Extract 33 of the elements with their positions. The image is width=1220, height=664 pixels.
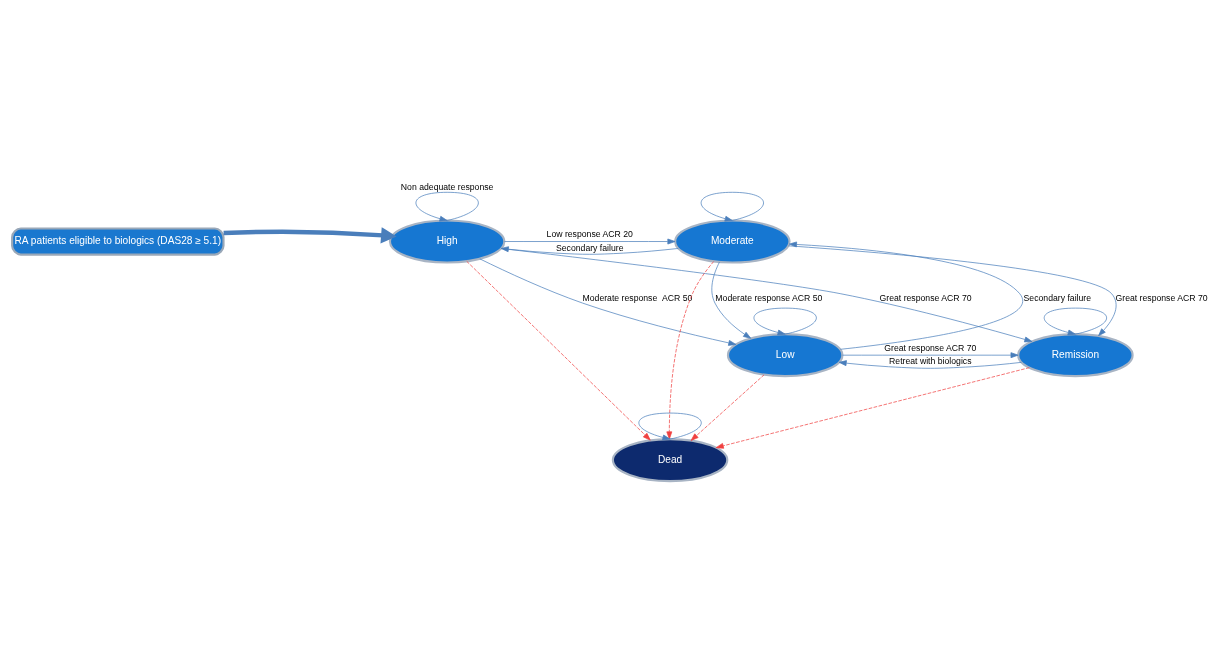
edge-label: Non adequate response bbox=[400, 181, 494, 192]
edge-label: Retreat with biologics bbox=[889, 356, 972, 367]
arrow bbox=[753, 307, 817, 336]
arrow bbox=[466, 260, 651, 441]
arrow bbox=[788, 241, 1024, 350]
edge-label: Moderate response ACR 50 bbox=[715, 292, 823, 303]
edge-label: Great response ACR 70 bbox=[879, 292, 972, 303]
edge-label: Low response ACR 20 bbox=[546, 228, 633, 239]
arrow bbox=[842, 352, 1019, 359]
arrow bbox=[415, 191, 479, 222]
arrow bbox=[638, 412, 702, 441]
arrow bbox=[500, 248, 1033, 343]
arrow bbox=[690, 374, 765, 441]
arrow bbox=[504, 238, 676, 245]
node-box: RA patients eligible to biologics (DAS28 ≥ 5.1) bbox=[11, 227, 225, 256]
node-ellipse: Dead bbox=[611, 438, 729, 483]
arrow bbox=[666, 261, 715, 440]
edge-label: Secondary failure bbox=[1023, 292, 1092, 303]
arrow bbox=[838, 360, 1022, 369]
arrow bbox=[223, 227, 397, 244]
arrow bbox=[700, 191, 764, 222]
node-ellipse: Moderate bbox=[674, 219, 791, 264]
arrow bbox=[500, 246, 679, 255]
arrow bbox=[788, 245, 1117, 337]
edge-label: Great response ACR 70 bbox=[1115, 292, 1208, 303]
edge-label: Secondary failure bbox=[555, 242, 624, 253]
arrow bbox=[711, 261, 752, 339]
arrow bbox=[715, 367, 1030, 449]
arrow bbox=[1043, 307, 1107, 336]
edge-label: Moderate response ACR 50 bbox=[582, 292, 693, 303]
edge-label: Great response ACR 70 bbox=[884, 342, 977, 353]
arrow bbox=[479, 258, 737, 346]
node-ellipse: High bbox=[388, 219, 506, 264]
